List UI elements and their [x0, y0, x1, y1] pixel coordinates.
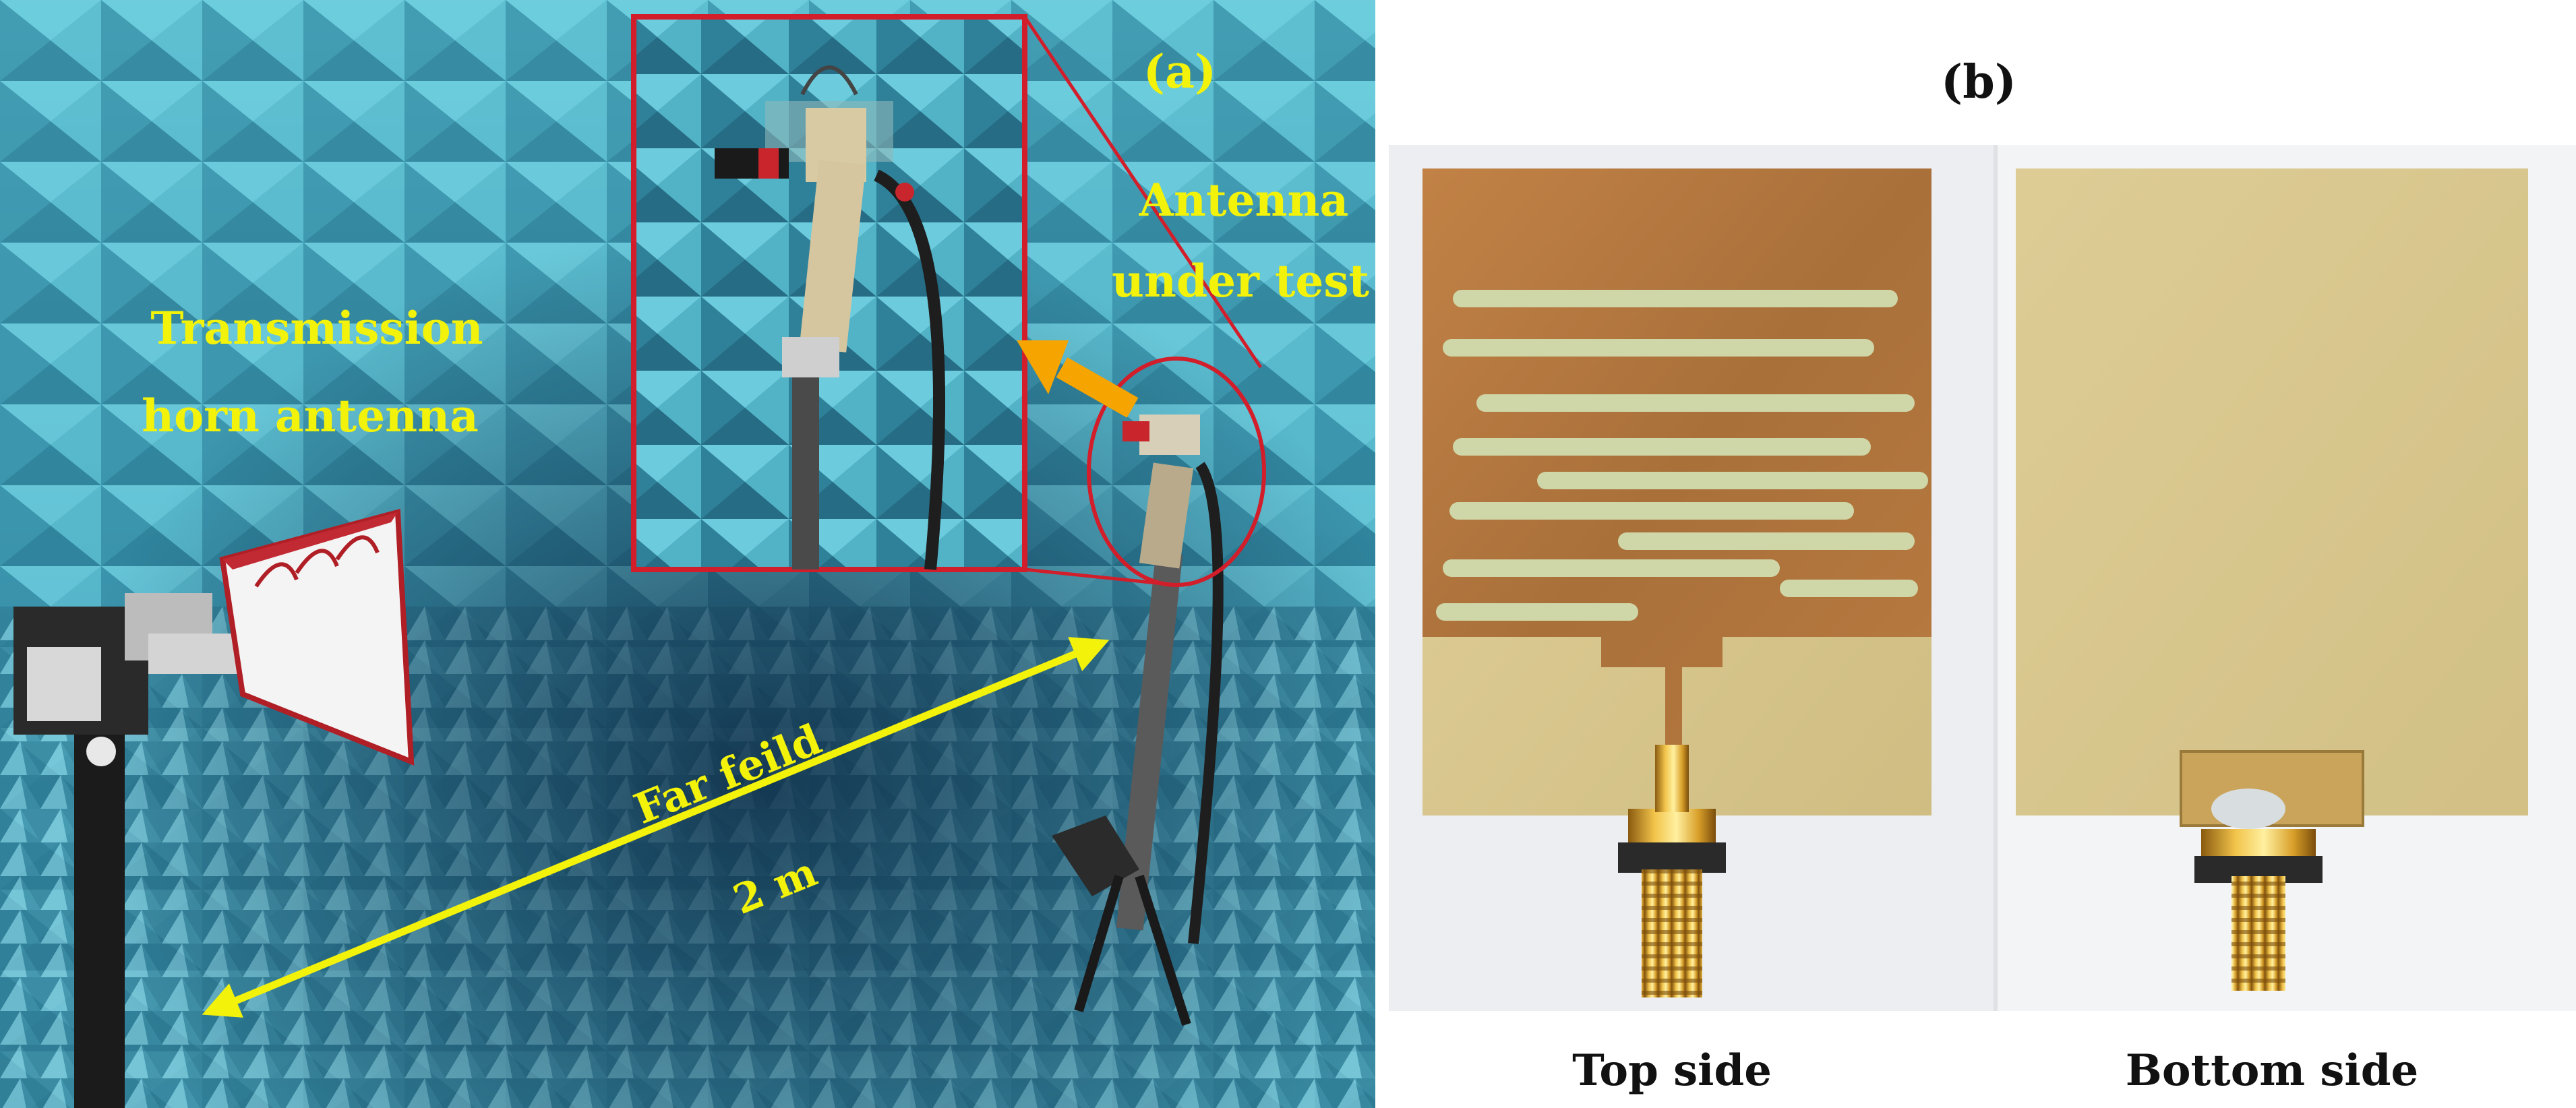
top-side-caption: Top side	[1572, 1045, 1772, 1096]
panel-b: (b)	[1389, 55, 2576, 1096]
panel-a-photo: (a) Antenna under test Transmission horn…	[0, 0, 1375, 1108]
far-field-arrow	[202, 637, 1110, 1018]
bottom-side-caption: Bottom side	[2126, 1045, 2418, 1096]
pcb-slots	[1436, 290, 1928, 621]
transmission-label-line1: Transmission	[150, 302, 483, 355]
aut-label-line1: Antenna	[1139, 174, 1348, 226]
panel-a-label: (a)	[1143, 45, 1216, 99]
zoom-arrow	[1017, 340, 1139, 418]
pcb-bottom-side	[2016, 168, 2528, 991]
panel-b-label: (b)	[1941, 55, 2016, 109]
aut-label-line2: under test	[1112, 255, 1369, 307]
inset-zoom	[631, 14, 1027, 572]
pcb-top-side	[1422, 168, 1931, 997]
transmission-label-line2: horn antenna	[142, 390, 479, 442]
